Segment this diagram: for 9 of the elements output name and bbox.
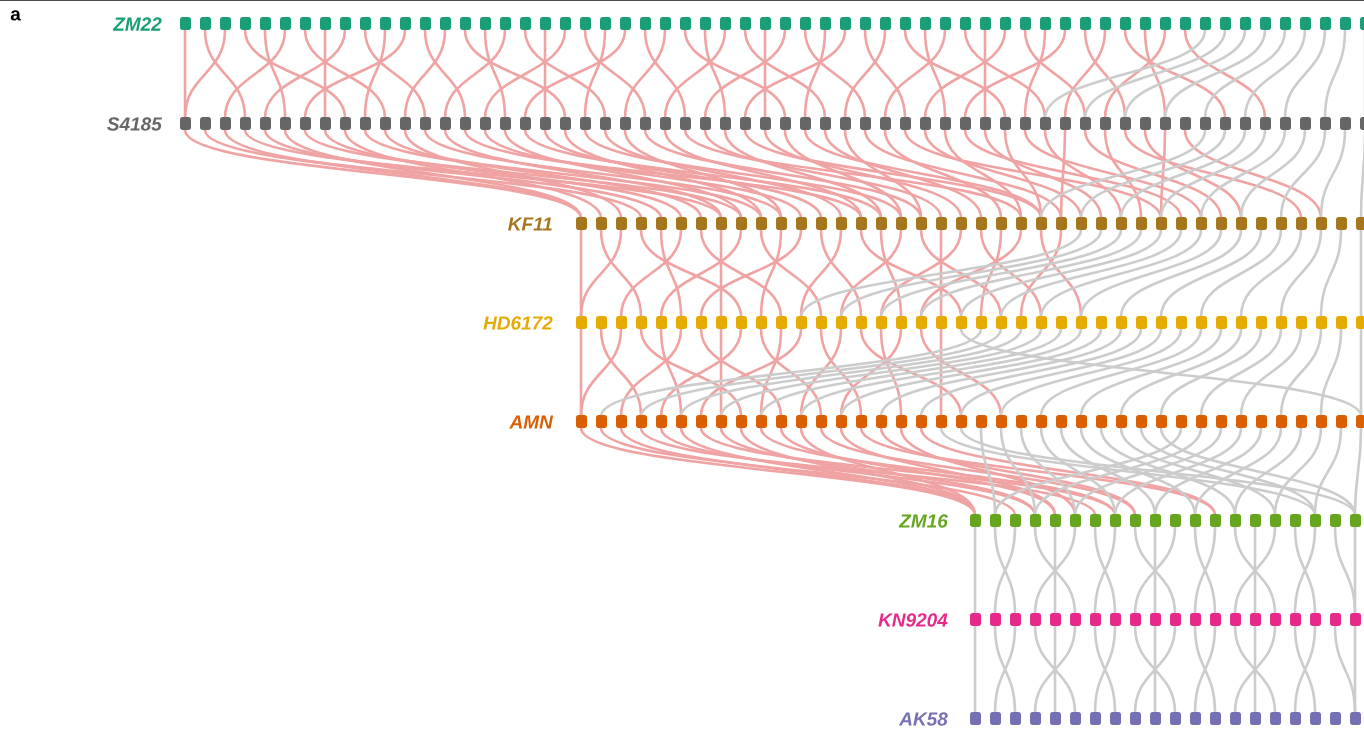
panel-letter: a — [10, 10, 21, 21]
genome-label: ZM22 — [112, 17, 162, 31]
genome-label: S4185 — [107, 117, 162, 131]
genome-label: KF11 — [508, 217, 552, 231]
genome-label: KN9204 — [878, 613, 948, 627]
genome-label: AMN — [509, 415, 554, 429]
genome-label: AK58 — [898, 712, 948, 726]
genome-label: HD6172 — [483, 316, 553, 330]
genome-label: ZM16 — [898, 514, 948, 528]
